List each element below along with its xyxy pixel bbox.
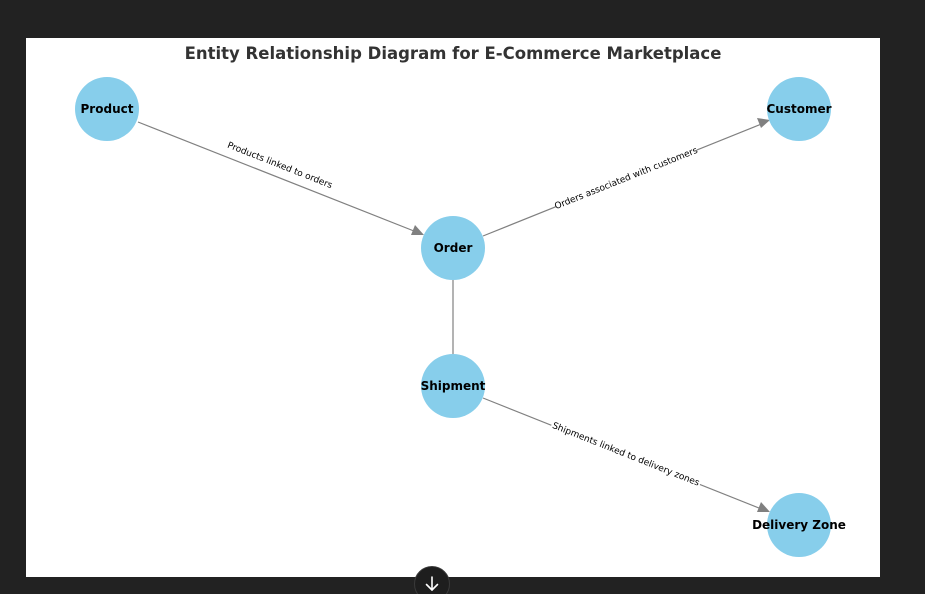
node-customer: Customer — [766, 77, 832, 141]
diagram-title: Entity Relationship Diagram for E-Commer… — [185, 44, 722, 63]
edge-order-shipment: Orders linked to shipments — [452, 280, 454, 354]
download-button[interactable] — [414, 566, 450, 594]
node-label: Shipment — [421, 379, 486, 393]
edge-label: Shipments linked to delivery zones — [551, 421, 701, 489]
edge-label: Products linked to orders — [226, 141, 334, 191]
edge-order-customer: Orders associated with customers — [482, 118, 770, 237]
node-product: Product — [75, 77, 139, 141]
node-label: Delivery Zone — [752, 518, 846, 532]
er-diagram: Entity Relationship Diagram for E-Commer… — [75, 44, 846, 557]
node-label: Product — [81, 102, 134, 116]
edge-shipment-deliveryzone: Shipments linked to delivery zones — [482, 397, 770, 512]
edge-label: Orders associated with customers — [553, 146, 699, 212]
diagram-canvas: Entity Relationship Diagram for E-Commer… — [26, 38, 880, 577]
node-delivery-zone: Delivery Zone — [752, 493, 846, 557]
edges-layer: Products linked to orders Orders associa… — [137, 118, 770, 512]
arrow-down-icon — [425, 576, 439, 591]
nodes-layer: Product Customer Order Shipment Delivery… — [75, 77, 846, 557]
node-order: Order — [421, 216, 485, 280]
node-label: Order — [434, 241, 473, 255]
node-shipment: Shipment — [421, 354, 486, 418]
node-label: Customer — [766, 102, 831, 116]
edge-product-order: Products linked to orders — [137, 121, 424, 235]
